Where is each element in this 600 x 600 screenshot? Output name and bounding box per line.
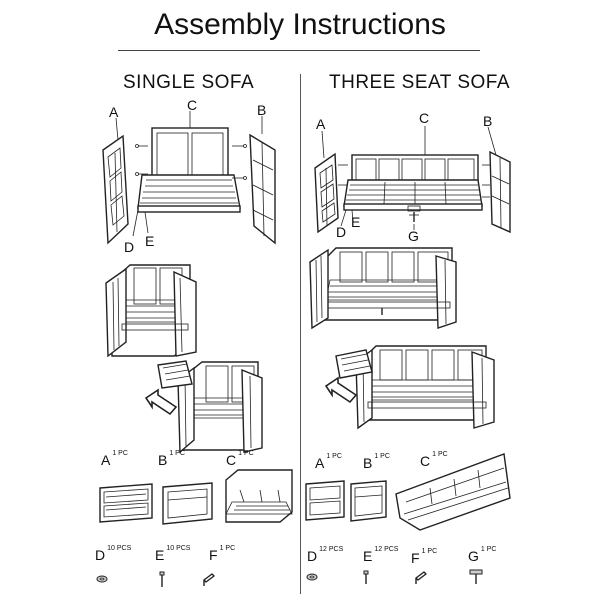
bolt-head-icon (159, 571, 165, 576)
single-part-b-drawing (162, 482, 213, 525)
single-arm-b (249, 133, 276, 245)
bolt-head-icon (363, 570, 369, 575)
washer-icon (96, 575, 108, 583)
three-callout-a: A (316, 116, 326, 132)
single-callout-d: D (124, 239, 135, 255)
three-callout-b: B (483, 113, 493, 129)
single-callout-b: B (257, 102, 267, 118)
three-callout-c: C (419, 110, 430, 126)
single-with-tray-view (144, 360, 263, 454)
three-callout-g: G (408, 228, 419, 244)
foot-screw-icon (469, 569, 483, 575)
single-back-c (151, 127, 229, 181)
title-underline (118, 50, 480, 51)
allen-key-icon (415, 571, 427, 581)
single-callout-e: E (145, 233, 155, 249)
three-exploded-view (314, 126, 511, 234)
single-arm-a (102, 134, 129, 245)
single-hardware-drawings (96, 571, 215, 587)
single-seat-frame (137, 174, 241, 213)
three-callout-d: D (336, 224, 347, 240)
three-assembled-view (309, 247, 457, 330)
single-bolt-markers (135, 144, 247, 180)
three-seat-sofa-heading: THREE SEAT SOFA (329, 72, 511, 93)
three-part-b-drawing (350, 480, 387, 522)
single-part-a-drawing (99, 483, 153, 523)
single-part-c-drawing (225, 469, 293, 523)
three-part-a-drawing (305, 480, 345, 521)
three-part-c-drawing (395, 453, 511, 531)
single-exploded-view (102, 111, 276, 245)
single-callout-c: C (187, 97, 198, 113)
washer-icon (306, 573, 318, 581)
three-hardware-drawings (306, 569, 483, 584)
single-assembled-view (105, 264, 197, 358)
three-with-tray-view (324, 345, 495, 430)
section-divider (300, 74, 301, 594)
single-callout-a: A (109, 104, 119, 120)
single-sofa-heading: SINGLE SOFA (123, 72, 255, 93)
three-callout-e: E (351, 214, 361, 230)
page-title: Assembly Instructions (154, 8, 446, 41)
allen-key-icon (203, 573, 215, 583)
